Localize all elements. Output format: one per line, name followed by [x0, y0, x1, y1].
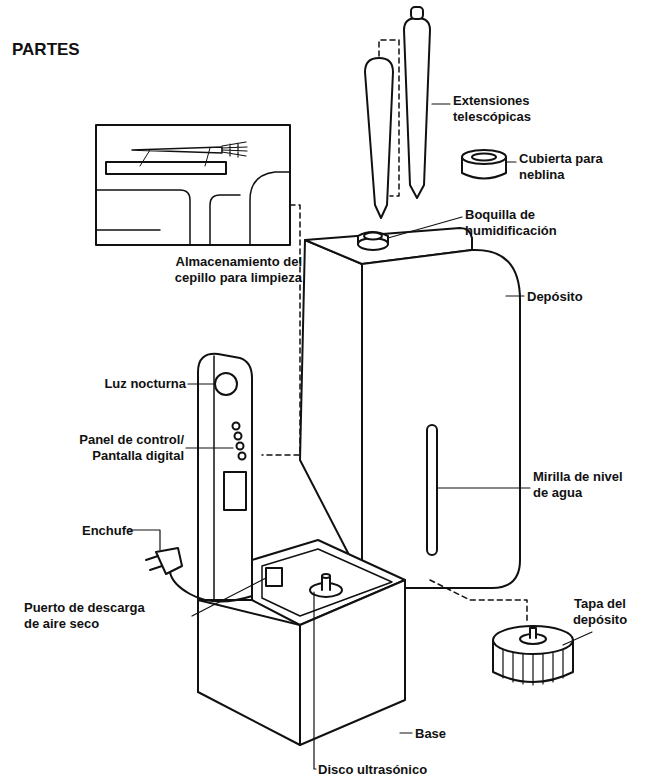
water-level-window [427, 425, 437, 555]
control-button [239, 453, 246, 460]
part-label: Luz nocturna [86, 376, 186, 392]
plug-prongs [146, 556, 162, 570]
part-label: Enchufe [82, 523, 162, 539]
dashed-guide [430, 580, 527, 624]
control-button [237, 443, 244, 450]
cap-valve-pin [530, 628, 536, 638]
disc-post-top [322, 574, 330, 578]
leader-line [130, 104, 592, 769]
reservoir-front [362, 250, 520, 588]
mist-cover-hole [472, 154, 496, 161]
mist-cover-top [462, 150, 506, 164]
control-button [235, 433, 242, 440]
part-label: Puerto de descarga de aire seco [24, 600, 154, 632]
tube-knob [411, 7, 423, 19]
base-left-face [198, 600, 300, 745]
dashed-guide [379, 40, 399, 196]
extension-tube [404, 18, 430, 198]
power-cord [170, 572, 252, 602]
part-label: Extensiones telescópicas [453, 93, 553, 125]
panel-edge [213, 356, 215, 600]
inset-structure [96, 172, 290, 245]
brush-slot [106, 162, 226, 174]
tank-cap-top [493, 626, 573, 654]
night-light [215, 373, 237, 395]
dry-air-port [266, 568, 282, 586]
inset-frame [96, 125, 290, 245]
part-label: Mirilla de nivel de agua [533, 469, 633, 501]
digital-display [224, 472, 246, 510]
brush-bristles [222, 142, 247, 157]
nozzle-hole [364, 233, 382, 240]
extension-tube [365, 58, 393, 218]
power-plug [156, 548, 182, 574]
cap-ridges [503, 650, 563, 685]
base-front-face [300, 580, 405, 745]
control-panel [198, 354, 252, 692]
part-label: Cubierta para neblina [519, 151, 619, 183]
part-label: Panel de control/ Pantalla digital [54, 432, 184, 464]
diagram-title: PARTES [12, 40, 80, 60]
part-label: Depósito [527, 289, 617, 305]
control-button [233, 423, 240, 430]
part-label: Almacenamiento del cepillo para limpieza [152, 254, 302, 286]
part-label: Base [415, 726, 475, 742]
reservoir-side [300, 240, 362, 580]
part-label: Boquilla de humidificación [465, 207, 575, 239]
part-label: Tapa del depósito [562, 596, 638, 628]
part-label: Disco ultrasónico [318, 762, 478, 778]
leader-line [140, 148, 210, 166]
dashed-guide [262, 205, 300, 455]
